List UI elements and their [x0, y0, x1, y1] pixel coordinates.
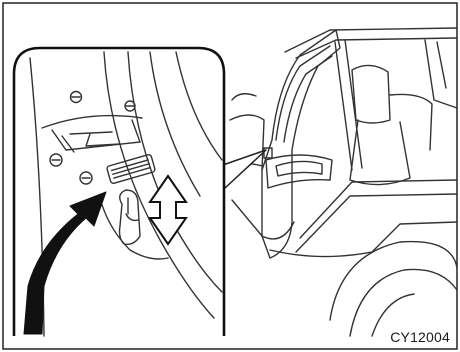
figure-code: CY12004	[390, 329, 450, 345]
door-lock-detail-inset	[14, 48, 224, 336]
open-door-vehicle	[228, 28, 457, 336]
callout-pointer	[220, 150, 266, 188]
